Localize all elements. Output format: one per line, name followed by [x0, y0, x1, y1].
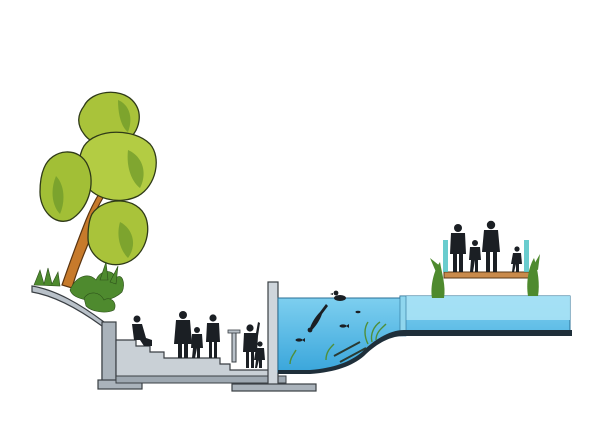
diver-head: [307, 327, 313, 333]
child-silhouette-icon: [191, 327, 203, 358]
shrub-icon: [430, 254, 540, 298]
shrub-icon: [33, 261, 124, 313]
viewing-window-column: [267, 281, 279, 391]
shallow-water: [400, 296, 570, 320]
duck-icon: [330, 290, 346, 301]
diver-silhouette-icon: [310, 304, 328, 330]
child-silhouette-icon: [469, 240, 481, 272]
deck-platform: [443, 271, 531, 279]
person-silhouette-icon: [243, 322, 260, 368]
tree-canopy-middle: [78, 131, 157, 202]
bench-top: [227, 329, 241, 334]
fish-icon: [295, 310, 361, 342]
tree-canopy-left: [39, 151, 92, 222]
ground-structure: [31, 281, 317, 392]
corridor-slab: [115, 375, 287, 384]
left-foundation-wall: [101, 321, 117, 389]
person-silhouette-icon: [450, 224, 466, 272]
person-silhouette-icon: [174, 311, 192, 358]
tree-canopy-bottom: [87, 200, 149, 266]
deck-glass-right: [524, 240, 529, 272]
tree-shading: [52, 100, 144, 258]
person-silhouette-icon: [482, 220, 500, 272]
deck-glass-left: [443, 240, 448, 272]
tree-icon: [39, 91, 157, 266]
person-silhouette-icon: [132, 315, 152, 346]
child-silhouette-icon: [511, 246, 522, 272]
tank-floor: [278, 330, 572, 374]
sunken-logs: [333, 341, 367, 363]
child-silhouette-icon: [254, 341, 265, 368]
right-footing: [231, 383, 317, 392]
aquatic-plant-icon: [289, 321, 387, 365]
tree: [39, 91, 157, 289]
people: [132, 220, 522, 368]
observation-deck: [430, 240, 540, 298]
bench: [231, 331, 237, 363]
water-tank: [277, 290, 572, 374]
person-silhouette-icon: [206, 314, 220, 358]
